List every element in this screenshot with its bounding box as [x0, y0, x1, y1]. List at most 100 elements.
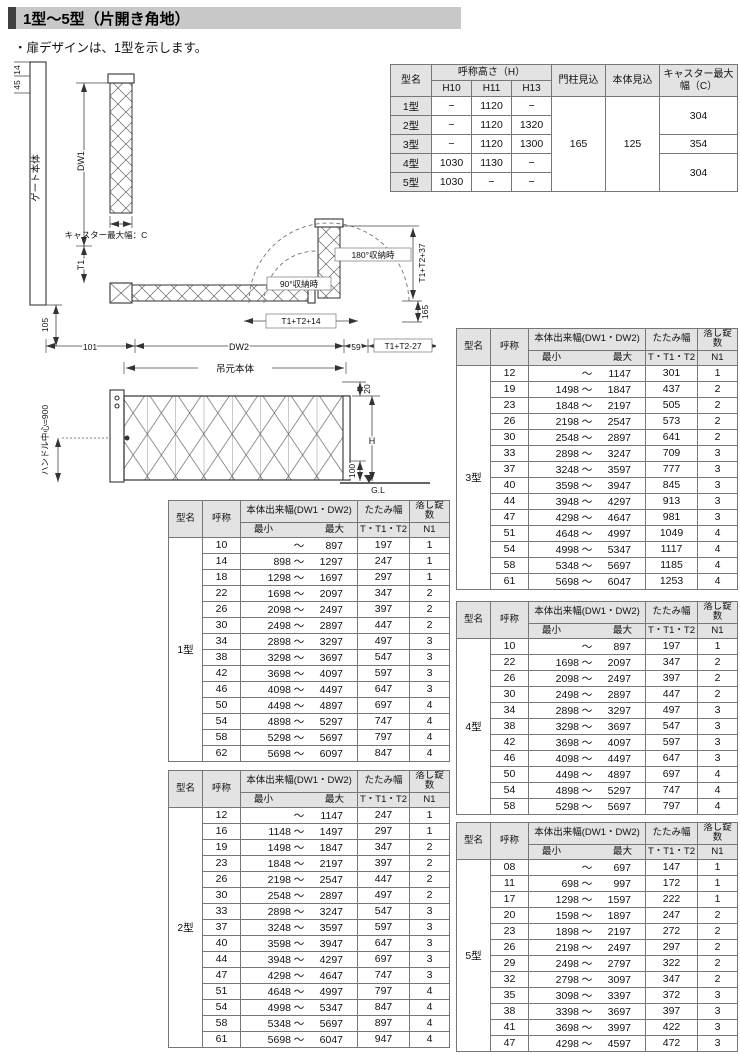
col-lock2: N1 — [697, 843, 738, 860]
size-name-cell: 42 — [490, 733, 529, 751]
spec-h10: − — [431, 115, 472, 135]
lock-count-cell: 3 — [697, 476, 738, 494]
size-name-cell: 23 — [490, 922, 529, 940]
spec-h11: 1120 — [471, 96, 512, 116]
width-min: 1498 — [555, 383, 579, 396]
width-min: 3248 — [267, 921, 291, 934]
size-width-cell: 2198〜2547 — [528, 412, 646, 430]
lock-count-cell: 3 — [697, 1018, 738, 1036]
size-width-cell: 3398〜3697 — [528, 1002, 646, 1020]
size-name-cell: 47 — [202, 966, 241, 984]
spec-h11: 1130 — [471, 153, 512, 173]
width-tilde: 〜 — [581, 1037, 593, 1050]
width-max: 3997 — [607, 1021, 631, 1034]
lock-count-cell: 3 — [697, 701, 738, 719]
col-fold2: T・T1・T2 — [645, 349, 698, 366]
width-max: 5697 — [607, 800, 631, 813]
width-min: 1698 — [267, 587, 291, 600]
fold-width-cell: 597 — [357, 664, 410, 682]
width-min: 4998 — [555, 543, 579, 556]
lock-count-cell: 2 — [697, 970, 738, 988]
width-tilde: 〜 — [581, 877, 593, 890]
lock-count-cell: 3 — [697, 1034, 738, 1052]
width-tilde: 〜 — [581, 800, 593, 813]
spec-h10: − — [431, 96, 472, 116]
size-width-cell: 4298〜4597 — [528, 1034, 646, 1052]
fold-width-cell: 647 — [357, 934, 410, 952]
lock-count-cell: 4 — [409, 696, 450, 714]
width-tilde: 〜 — [581, 447, 593, 460]
width-max: 4297 — [319, 953, 343, 966]
col-minmax: 最小最大 — [528, 843, 646, 860]
size-name-cell: 11 — [490, 874, 529, 892]
size-width-cell: 1298〜1597 — [528, 890, 646, 908]
fold-width-cell: 437 — [645, 380, 698, 398]
width-max: 3697 — [607, 1005, 631, 1018]
width-tilde: 〜 — [293, 1001, 305, 1014]
width-min: 5298 — [267, 731, 291, 744]
spec-caster-value: 304 — [659, 96, 739, 135]
col-name: 呼称 — [490, 601, 529, 639]
width-tilde: 〜 — [293, 857, 305, 870]
size-width-cell: 1848〜2197 — [240, 854, 358, 872]
col-fold: たたみ幅 — [357, 500, 410, 523]
width-max: 3947 — [607, 479, 631, 492]
fold-width-cell: 981 — [645, 508, 698, 526]
spec-h11: − — [471, 172, 512, 192]
width-tilde: 〜 — [581, 543, 593, 556]
size-width-cell: 4998〜5347 — [240, 998, 358, 1016]
width-tilde: 〜 — [293, 1017, 305, 1030]
lock-count-cell: 1 — [409, 536, 450, 554]
width-tilde: 〜 — [293, 969, 305, 982]
size-width-cell: 3248〜3597 — [528, 460, 646, 478]
spec-row: 5型 1030 − − — [390, 172, 738, 192]
size-name-cell: 50 — [490, 765, 529, 783]
size-name-cell: 30 — [202, 616, 241, 634]
size-width-cell: 4498〜4897 — [528, 765, 646, 783]
size-name-cell: 30 — [202, 886, 241, 904]
col-width: 本体出来幅(DW1・DW2) — [528, 601, 646, 624]
spec-h11: 1120 — [471, 134, 512, 154]
size-name-cell: 50 — [202, 696, 241, 714]
model-cell: 1型 — [168, 536, 203, 762]
size-width-cell: 3948〜4297 — [240, 950, 358, 968]
size-name-cell: 34 — [202, 632, 241, 650]
width-min: 3298 — [555, 720, 579, 733]
lock-count-cell: 3 — [697, 1002, 738, 1020]
size-width-cell: 5698〜6097 — [240, 744, 358, 762]
col-width: 本体出来幅(DW1・DW2) — [528, 328, 646, 351]
size-name-cell: 19 — [202, 838, 241, 856]
dim-label-101: 101 — [83, 342, 97, 352]
size-width-cell: 2898〜3297 — [240, 632, 358, 650]
width-max: 2497 — [607, 941, 631, 954]
size-name-cell: 23 — [202, 854, 241, 872]
width-min: 2198 — [555, 415, 579, 428]
title-accent — [8, 7, 16, 29]
fold-width-cell: 847 — [357, 744, 410, 762]
size-width-cell: 1698〜2097 — [528, 653, 646, 671]
lock-count-cell: 3 — [697, 508, 738, 526]
fold-width-cell: 347 — [645, 653, 698, 671]
size-width-cell: 3298〜3697 — [240, 648, 358, 666]
width-max: 4897 — [319, 699, 343, 712]
size-width-cell: 2898〜3247 — [528, 444, 646, 462]
lock-count-cell: 3 — [409, 632, 450, 650]
col-model: 型名 — [168, 770, 203, 808]
width-max: 3597 — [607, 463, 631, 476]
size-name-cell: 51 — [202, 982, 241, 1000]
fold-width-cell: 222 — [645, 890, 698, 908]
